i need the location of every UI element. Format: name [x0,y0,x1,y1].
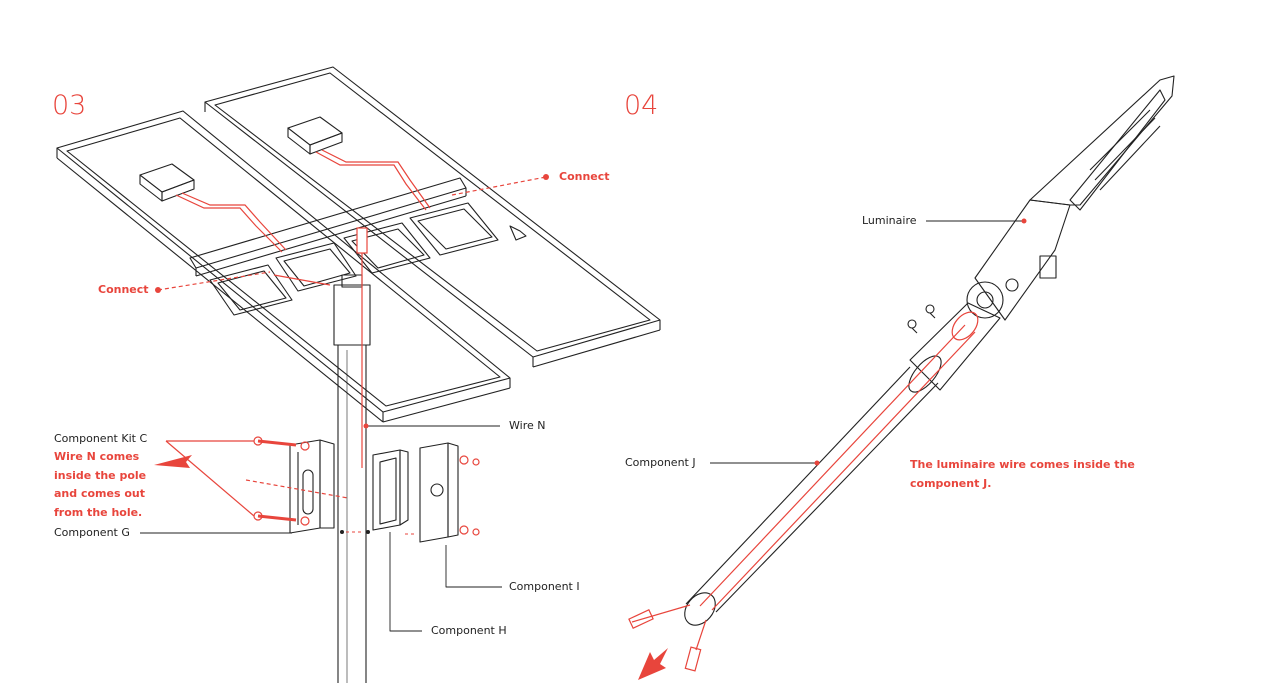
mounting-rail [189,177,527,277]
wire-n-label: Wire N [509,419,546,432]
component-h-label: Component H [431,624,507,637]
pole [333,274,371,683]
step-number-04: 04 [624,90,659,121]
wire-n [273,227,368,468]
connect-top-dot [543,174,549,180]
connect-label-top: Connect [559,170,610,183]
wire-connectors [628,609,702,672]
luminaire-label: Luminaire [862,214,917,227]
component-g-label: Component G [54,526,130,539]
component-h-bracket [372,449,409,531]
kit-c-pointers [165,440,255,517]
wire-n-note: Wire N comes inside the pole and comes o… [54,450,147,519]
wire-left-panel [175,192,287,253]
luminaire-wire [631,311,979,651]
component-i-label: Component I [509,580,580,593]
screws [907,304,936,334]
step-number-03: 03 [52,90,87,121]
battery-brackets [209,202,499,316]
component-i-bracket [419,442,459,543]
component-kit-c-label: Component Kit C [54,432,148,445]
leader-lines-04 [710,220,1024,464]
solar-panel-right [204,66,661,368]
insert-arrow-icon [154,455,192,468]
solar-panel-left [56,110,511,423]
leader-lines-03 [140,425,502,632]
junction-box-left [139,163,195,202]
bolts-kit-c [253,436,310,526]
wire-right-panel [315,149,431,211]
connect-label-left: Connect [98,283,149,296]
luminaire-body [908,75,1175,393]
luminaire-dot [1021,218,1027,224]
component-j-label: Component J [625,456,696,469]
component-j-dot [814,460,820,466]
component-j-tube [684,366,939,626]
wire-n-dot [363,423,369,429]
nuts-component-i [459,455,480,536]
junction-box-right [287,116,343,155]
connect-dashed-lines [157,176,547,499]
component-g-bracket [289,439,335,534]
luminaire-wire-note: The luminaire wire comes inside the comp… [910,458,1135,490]
connect-left-dot [155,287,161,293]
down-arrow-icon [638,648,668,680]
